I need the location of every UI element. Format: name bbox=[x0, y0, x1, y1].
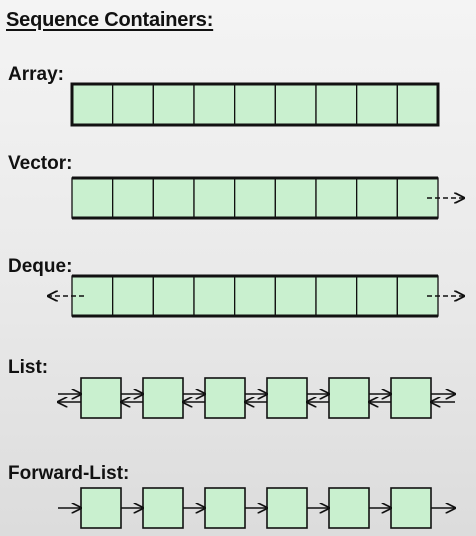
label-array: Array: bbox=[8, 64, 64, 85]
array-cell bbox=[71, 83, 114, 126]
deque-cell bbox=[193, 275, 236, 317]
forward-list-node bbox=[142, 487, 184, 529]
list-node bbox=[204, 377, 246, 419]
array-border bbox=[70, 82, 440, 127]
forward-list-node bbox=[328, 487, 370, 529]
deque-cell bbox=[315, 275, 358, 317]
list-node bbox=[390, 377, 432, 419]
deque-cell bbox=[152, 275, 195, 317]
forward-list-node bbox=[390, 487, 432, 529]
array-cell bbox=[152, 83, 195, 126]
vector-cell bbox=[112, 177, 154, 219]
list-node bbox=[328, 377, 370, 419]
list-node bbox=[266, 377, 308, 419]
array-cell bbox=[315, 83, 358, 126]
vector-cell bbox=[193, 177, 236, 219]
deque-cell bbox=[234, 275, 276, 317]
diagram-title: Sequence Containers: bbox=[6, 9, 214, 31]
deque-cell bbox=[356, 275, 398, 317]
list-node bbox=[142, 377, 184, 419]
forward-list-node bbox=[80, 487, 122, 529]
deque-cell bbox=[112, 275, 154, 317]
label-forward-list: Forward-List: bbox=[8, 463, 130, 484]
vector-cell bbox=[234, 177, 276, 219]
deque-cell bbox=[274, 275, 317, 317]
label-list: List: bbox=[8, 357, 49, 378]
forward-list-node bbox=[204, 487, 246, 529]
vector-cell bbox=[71, 177, 114, 219]
array-cell bbox=[274, 83, 317, 126]
vector-cell bbox=[274, 177, 317, 219]
vector-cell bbox=[315, 177, 358, 219]
vector-cell bbox=[356, 177, 398, 219]
array-cell bbox=[193, 83, 236, 126]
deque-cell bbox=[71, 275, 114, 317]
array-cell bbox=[234, 83, 276, 126]
vector-cell bbox=[152, 177, 195, 219]
list-node bbox=[80, 377, 122, 419]
array-cell bbox=[396, 83, 439, 126]
label-deque: Deque: bbox=[8, 256, 73, 277]
label-vector: Vector: bbox=[8, 153, 73, 174]
forward-list-node bbox=[266, 487, 308, 529]
array-cell bbox=[356, 83, 398, 126]
array-cell bbox=[112, 83, 154, 126]
